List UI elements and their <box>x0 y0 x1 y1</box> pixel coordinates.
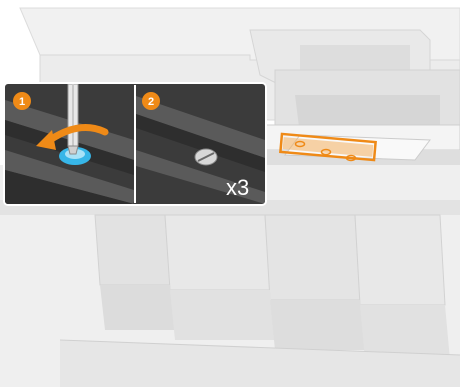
screw-marker <box>345 154 357 162</box>
inset-panel: 1 2 x3 <box>3 82 267 206</box>
step-1-badge <box>13 92 31 110</box>
step-2-scene: 2 x3 <box>136 92 265 204</box>
screw-plate-highlight <box>279 132 377 162</box>
multiplier-text: x3 <box>226 175 249 200</box>
step-1-label: 1 <box>19 96 25 108</box>
screwdriver-icon <box>67 84 79 155</box>
rotate-arrow-icon <box>36 124 109 150</box>
screw-marker <box>294 140 306 148</box>
step-2-badge <box>142 92 160 110</box>
step-1-scene: 1 <box>5 84 134 204</box>
step-2-label: 2 <box>148 96 154 108</box>
screw-marker <box>320 148 332 156</box>
screw-icon <box>194 148 218 166</box>
printer-body <box>0 7 460 387</box>
